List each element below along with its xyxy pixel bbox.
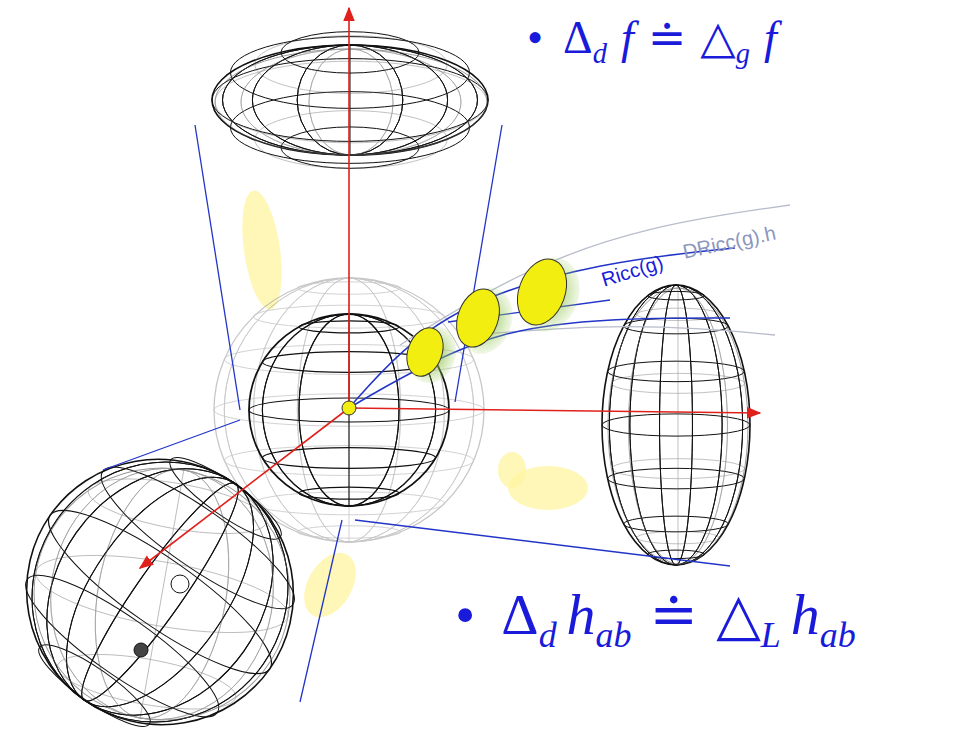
formula-part: h bbox=[567, 580, 596, 650]
formula-part: f bbox=[764, 10, 777, 65]
center-dot bbox=[342, 401, 356, 415]
projection-line bbox=[355, 520, 730, 566]
formula-part: d bbox=[593, 37, 607, 71]
meridian bbox=[77, 459, 247, 729]
flow-disk bbox=[448, 279, 522, 361]
left-disk bbox=[0, 407, 345, 748]
projection-line bbox=[103, 420, 240, 470]
meridian bbox=[309, 49, 393, 155]
projection-line bbox=[455, 125, 502, 402]
left-disk-shadow bbox=[14, 448, 310, 741]
projection-line bbox=[195, 125, 240, 410]
parallel bbox=[30, 540, 293, 647]
curve-label: DRicc(g).h bbox=[681, 221, 778, 264]
flow-disk bbox=[399, 319, 464, 390]
axis-arrow bbox=[140, 408, 349, 568]
meridian bbox=[29, 445, 290, 738]
meridian bbox=[309, 49, 393, 155]
axis-arrow bbox=[349, 408, 760, 413]
formula-part: g bbox=[736, 37, 750, 71]
meridian bbox=[65, 471, 255, 714]
meridian bbox=[241, 49, 461, 155]
curve-label: Ricc(g) bbox=[598, 250, 666, 291]
flow-curve bbox=[470, 327, 775, 335]
parallel bbox=[215, 61, 487, 143]
formula-part: • bbox=[527, 10, 543, 65]
meridian bbox=[77, 459, 247, 729]
formula-part: △ bbox=[700, 10, 735, 65]
formula-part: L bbox=[761, 614, 781, 657]
meridian bbox=[0, 412, 339, 748]
parallel bbox=[249, 398, 449, 422]
parallel bbox=[602, 414, 750, 436]
formula: •Δdhab≐△Lhab bbox=[455, 580, 856, 657]
pale-blob bbox=[236, 188, 288, 312]
meridian bbox=[31, 451, 293, 738]
disk bbox=[449, 283, 507, 353]
pale-blob bbox=[498, 452, 526, 488]
flow-disk bbox=[507, 248, 589, 340]
meridian bbox=[0, 425, 320, 748]
parallel bbox=[84, 468, 270, 544]
parallel bbox=[161, 446, 290, 550]
parallel bbox=[611, 459, 744, 479]
meridian bbox=[31, 451, 293, 738]
disk-halo bbox=[449, 280, 521, 362]
parallel bbox=[255, 111, 447, 169]
formula-part: h bbox=[791, 580, 820, 650]
parallel bbox=[297, 526, 400, 538]
curve-label-text: DRicc(g).h bbox=[681, 221, 778, 264]
meridian bbox=[65, 471, 255, 714]
meridian bbox=[0, 412, 339, 748]
outline bbox=[14, 448, 310, 741]
top-ellipsoid bbox=[212, 32, 488, 169]
formula-part: ≐ bbox=[648, 10, 687, 65]
parallel bbox=[281, 127, 419, 168]
parallel bbox=[30, 633, 159, 737]
disk-halo bbox=[509, 249, 589, 340]
formula-part: • bbox=[455, 580, 475, 650]
formula-part: ab bbox=[596, 614, 632, 657]
curve-label-text: Ricc(g) bbox=[598, 250, 666, 291]
formula-part: f bbox=[621, 10, 634, 65]
parallel bbox=[262, 448, 435, 469]
parallel bbox=[230, 92, 469, 164]
meridian bbox=[0, 425, 320, 748]
meridian bbox=[241, 49, 461, 155]
disk-halo bbox=[401, 320, 464, 390]
parallel bbox=[212, 59, 488, 142]
formula-part: d bbox=[539, 614, 557, 657]
top-ellipsoid-shadow bbox=[215, 36, 487, 169]
ricci-flow-curve bbox=[349, 248, 735, 408]
parallel bbox=[31, 488, 289, 697]
outline bbox=[215, 49, 487, 155]
parallel bbox=[299, 487, 399, 499]
parallel bbox=[53, 644, 239, 720]
projection-line bbox=[300, 520, 342, 702]
meridian bbox=[678, 288, 679, 564]
formula: •Δdf≐△gf bbox=[527, 10, 777, 71]
pale-blob bbox=[293, 544, 366, 627]
disk bbox=[400, 323, 449, 382]
outline bbox=[608, 288, 748, 564]
formula-part: ≐ bbox=[650, 580, 699, 650]
formula-part: Δ bbox=[563, 10, 593, 65]
meridian bbox=[140, 470, 184, 718]
formula-part: ab bbox=[820, 614, 856, 657]
pole bbox=[134, 643, 148, 657]
parallel bbox=[230, 37, 469, 109]
parallel bbox=[611, 373, 744, 393]
ricci-flow-curve bbox=[349, 318, 730, 408]
disk bbox=[509, 252, 575, 332]
meridian bbox=[29, 445, 290, 738]
pole bbox=[171, 575, 189, 593]
right-ellipsoid-shadow bbox=[608, 288, 748, 564]
axis-arrow bbox=[348, 8, 350, 408]
formula-part: Δ bbox=[501, 580, 538, 650]
outline bbox=[0, 407, 345, 748]
parallel bbox=[637, 531, 719, 543]
parallel bbox=[255, 36, 447, 94]
formula-part: △ bbox=[716, 580, 761, 650]
